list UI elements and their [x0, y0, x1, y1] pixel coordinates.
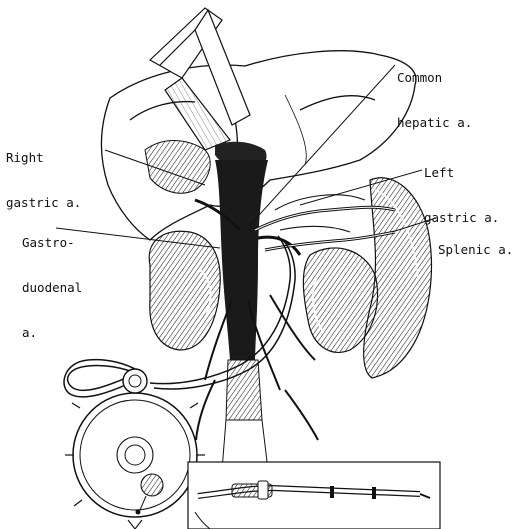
- label-right-gastric-line1: Right: [6, 150, 81, 165]
- label-gastroduodenal-line2: duodenal: [22, 280, 82, 295]
- label-left-gastric-line1: Left: [424, 165, 499, 180]
- catheter-inset: [188, 462, 440, 529]
- label-gastroduodenal-line3: a.: [22, 325, 82, 340]
- aorta: [215, 160, 268, 470]
- label-common-hepatic-line2: hepatic a.: [397, 115, 472, 130]
- infusion-pump: [65, 369, 205, 529]
- label-splenic: Splenic a.: [438, 212, 513, 272]
- label-gastroduodenal-line1: Gastro-: [22, 235, 82, 250]
- retractor: [150, 8, 250, 150]
- label-common-hepatic: Common hepatic a.: [397, 40, 472, 145]
- label-gastroduodenal: Gastro- duodenal a.: [22, 205, 82, 355]
- stomach: [275, 195, 365, 232]
- label-splenic-line1: Splenic a.: [438, 242, 513, 257]
- label-common-hepatic-line1: Common: [397, 70, 472, 85]
- right-kidney: [149, 231, 220, 350]
